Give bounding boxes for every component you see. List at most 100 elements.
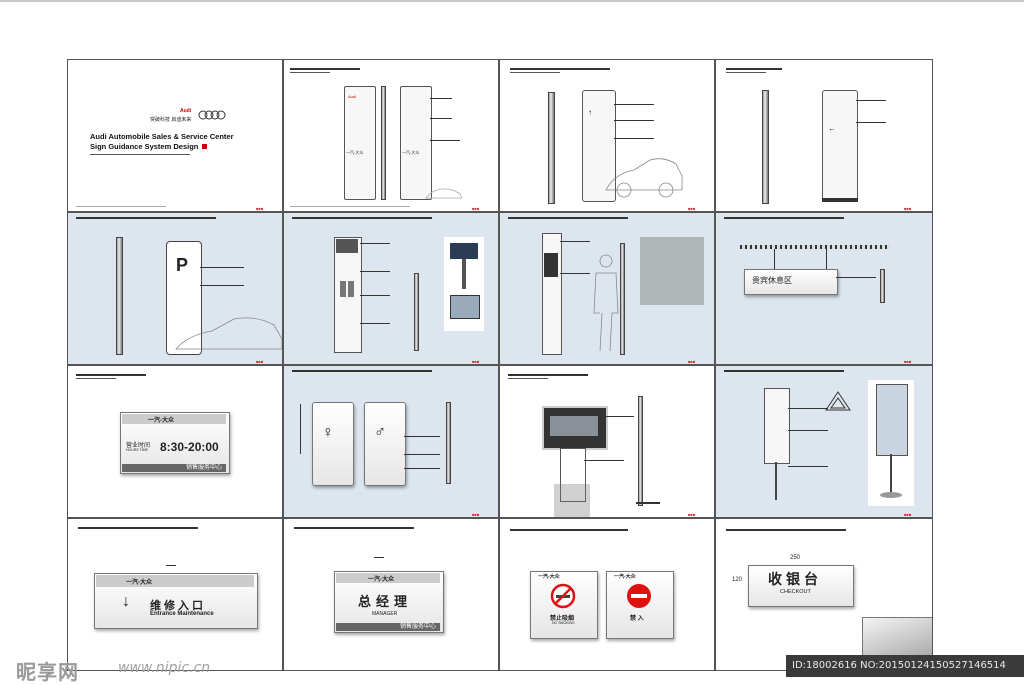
kiosk-side-profile	[414, 273, 419, 351]
design-sheet: Audi 突破科技 启迪未来 Audi Automobile Sales & S…	[67, 59, 933, 671]
ceiling-rail	[740, 245, 890, 249]
kiosk-slot	[348, 281, 354, 297]
pylon-sign-a	[344, 86, 376, 200]
panel-hanging-sign: 贵宾休息区 ■■■	[715, 212, 933, 365]
callout-line	[404, 468, 440, 469]
car-display-image	[550, 416, 598, 436]
car-sketch	[425, 188, 463, 199]
footer-logo: ■■■	[688, 206, 696, 211]
footer-logo: ■■■	[256, 206, 264, 211]
panel-subheading	[726, 72, 766, 73]
panel-heading-bar	[290, 68, 360, 70]
pylon-side-profile	[116, 237, 123, 355]
callout-line	[360, 243, 390, 244]
manager-brand: 一汽-大众	[368, 577, 394, 583]
red-accent-mark	[202, 144, 207, 149]
panel-prohibition-signs: 一汽-大众 禁止吸烟 NO SMOKING 一汽-大众 禁 入	[499, 518, 715, 671]
checkout-label-en: CHECKOUT	[780, 589, 811, 595]
entrance-label-cn: 维修入口	[150, 600, 206, 612]
manager-label-en: MANAGER	[372, 611, 398, 617]
callout-line	[560, 241, 590, 242]
stand-shadow	[554, 484, 590, 517]
callout-line	[836, 277, 876, 278]
panel-heading-bar	[724, 217, 844, 219]
height-dimension: 120	[732, 577, 743, 583]
callout-line	[584, 460, 624, 461]
rack-photo-pole	[890, 454, 892, 494]
touchscreen-photo	[450, 243, 478, 259]
cover-title-line1: Audi Automobile Sales & Service Center	[90, 132, 234, 141]
sign-side-profile	[880, 269, 885, 303]
panel-heading-bar	[76, 374, 146, 376]
pylon-a-logo: Audi	[348, 94, 357, 99]
man-icon: ♂	[374, 424, 386, 441]
callout-line	[788, 430, 828, 431]
no-smoking-label-cn: 禁止吸烟	[550, 616, 575, 622]
footer-logo: ■■■	[256, 359, 264, 364]
watermark-site: 昵享网	[16, 660, 79, 684]
panel-heading-bar	[78, 527, 198, 529]
rest-area-sign	[744, 269, 838, 295]
hours-value: 8:30-20:00	[160, 440, 219, 454]
rack-photo-base	[880, 492, 902, 498]
top-rule	[0, 0, 1024, 2]
manager-header	[336, 573, 440, 583]
display-side-profile	[620, 243, 625, 355]
panel-subheading	[76, 378, 116, 379]
pylon-b-label: 一汽-大众	[402, 150, 420, 155]
panel-pylon-tall: ← ■■■	[715, 59, 933, 212]
hours-brand: 一汽-大众	[148, 418, 174, 424]
callout-line	[430, 118, 452, 119]
woman-icon: ♀	[322, 424, 334, 441]
panel-parking-sign: P ■■■	[67, 212, 283, 365]
footer-logo: ■■■	[472, 359, 480, 364]
panel-checkout-sign: 250 120 收银台 CHECKOUT	[715, 518, 933, 671]
women-restroom-sign	[312, 402, 354, 486]
pylon-side-profile	[762, 90, 769, 204]
panel-manager-sign: 一汽-大众 总经理 MANAGER 销售服务中心	[283, 518, 499, 671]
panel-heading-bar	[726, 529, 846, 531]
image-id-bar: ID:18002616 NO:20150124150527146514	[786, 655, 1024, 677]
manager-label-cn: 总经理	[358, 594, 413, 609]
rest-area-label: 贵宾休息区	[752, 276, 792, 285]
display-screen	[544, 253, 558, 277]
car-sketch	[605, 158, 683, 198]
callout-line	[788, 408, 828, 409]
callout-line	[788, 466, 828, 467]
footer-logo: ■■■	[472, 206, 480, 211]
kiosk-slot	[340, 281, 346, 297]
no-smoking-label-en: NO SMOKING	[552, 621, 575, 625]
pylon-base	[822, 198, 858, 202]
panel-heading-bar	[508, 374, 588, 376]
checkout-label-cn: 收银台	[768, 571, 822, 587]
checkout-sign	[748, 565, 854, 607]
callout-line	[614, 120, 654, 121]
callout-line	[856, 122, 886, 123]
footer-logo: ■■■	[904, 206, 912, 211]
person-silhouette	[593, 254, 619, 352]
arrow-down-icon: ↓	[122, 593, 130, 610]
sign-side-profile	[446, 402, 451, 484]
stand-side-profile	[638, 396, 643, 506]
panel-subheading	[290, 72, 330, 73]
panel-subheading	[508, 378, 548, 379]
panel-pylon-front: Audi 一汽-大众 一汽-大众 ■■■	[283, 59, 499, 212]
car-sketch	[175, 317, 282, 350]
panel-heading-bar	[292, 370, 432, 372]
hours-header	[122, 414, 226, 424]
callout-line	[200, 285, 244, 286]
audi-rings-logo	[198, 110, 226, 120]
entrance-header	[96, 575, 254, 587]
panel-heading-bar	[510, 529, 628, 531]
men-restroom-sign	[364, 402, 406, 486]
panel-brochure-rack: ■■■	[715, 365, 933, 518]
pylon-side-profile	[548, 92, 555, 204]
callout-line	[360, 323, 390, 324]
callout-line	[200, 267, 244, 268]
parking-pylon	[166, 241, 202, 355]
callout-line	[614, 138, 654, 139]
arrow-up-icon: ↑	[588, 108, 592, 117]
panel-entrance-sign: 一汽-大众 ↓ 维修入口 Entrance Maintenance	[67, 518, 283, 671]
rack-photo-body	[876, 384, 908, 456]
no-entry-icon	[627, 584, 651, 608]
